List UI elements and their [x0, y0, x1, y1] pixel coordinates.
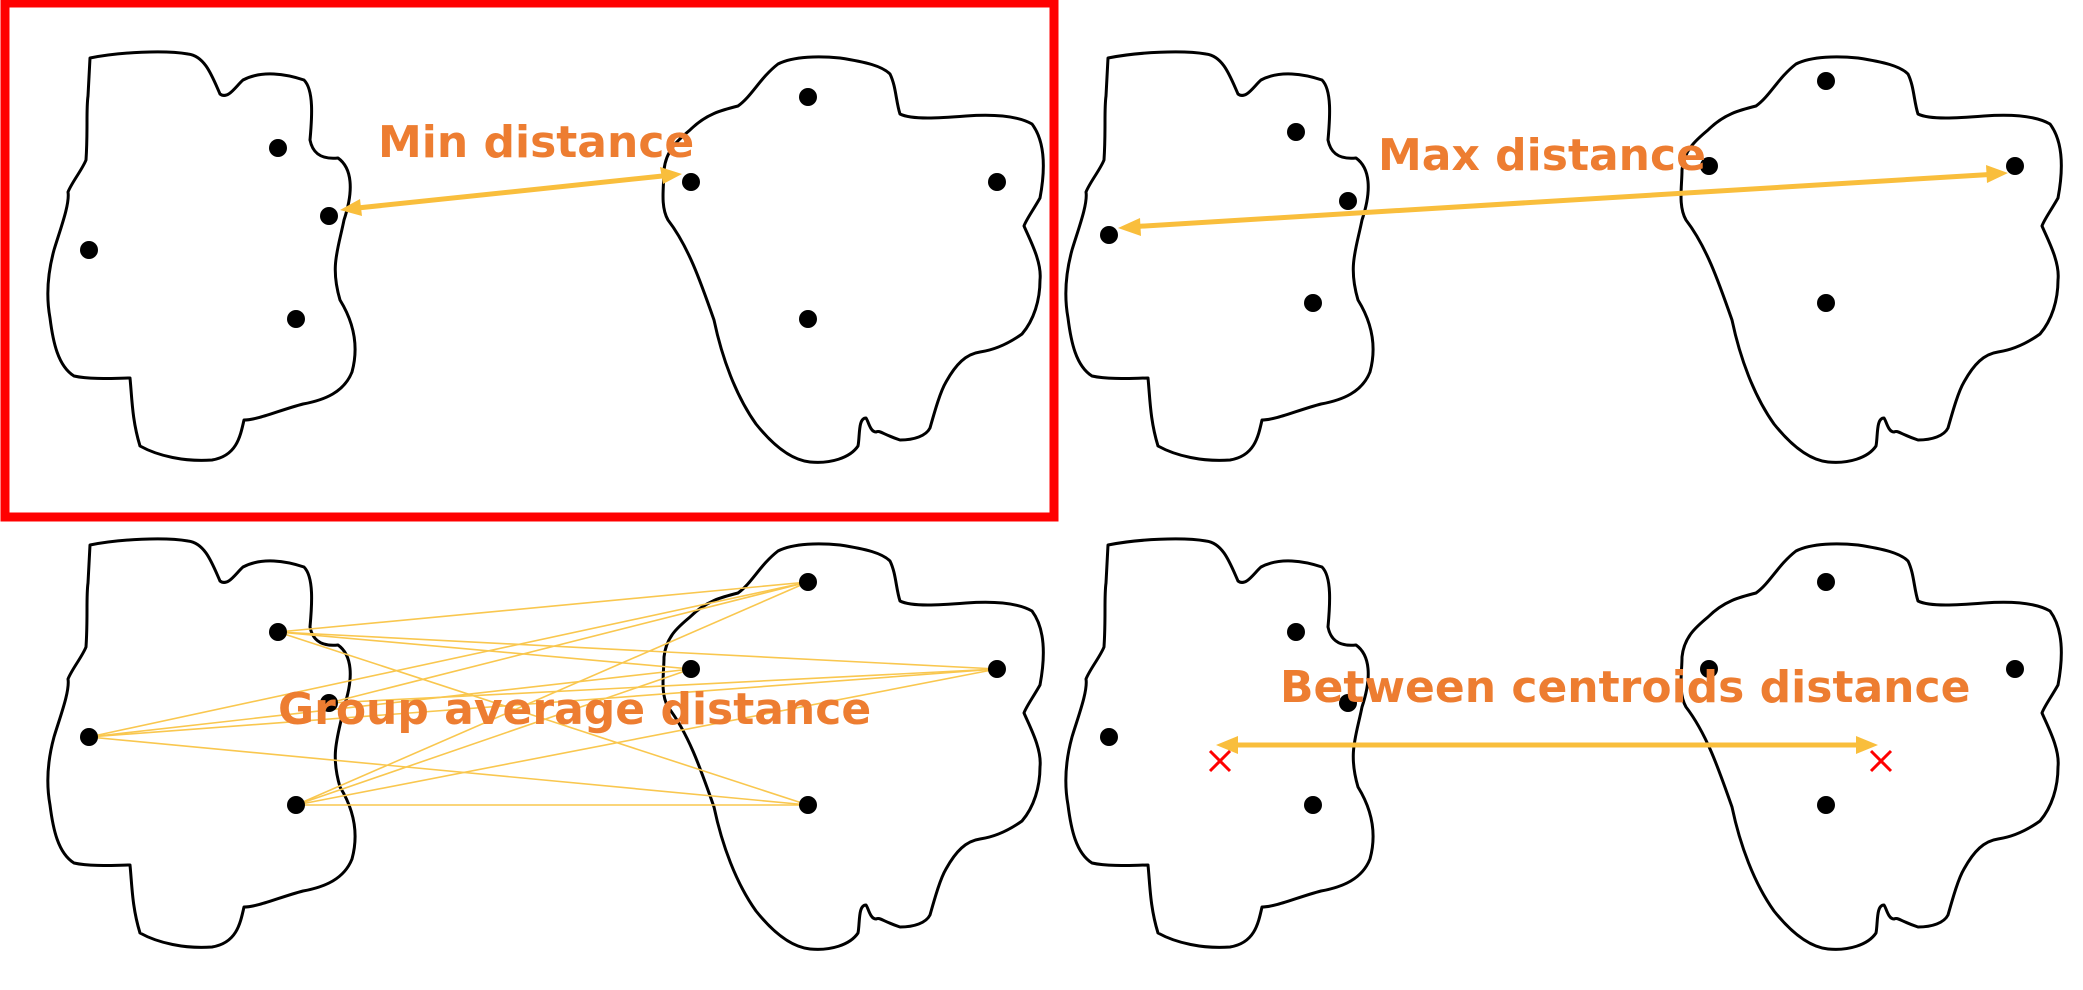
pairwise-lines: [88, 581, 998, 806]
data-point: [1304, 796, 1322, 814]
centroid-x-icon: [1869, 749, 1893, 773]
min-distance-arrow: [340, 167, 682, 216]
data-point: [1287, 623, 1305, 641]
data-point: [682, 660, 700, 678]
data-point: [1339, 192, 1357, 210]
panel-between-centroids-distance: Between centroids distance: [1064, 537, 2063, 951]
data-point: [799, 88, 817, 106]
label-between-centroids-distance: Between centroids distance: [1280, 662, 1970, 713]
data-point: [682, 173, 700, 191]
data-point: [799, 796, 817, 814]
data-point: [320, 207, 338, 225]
label-group-average-distance: Group average distance: [278, 684, 871, 735]
highlight-frame: [0, 0, 1059, 522]
data-point: [1817, 573, 1835, 591]
data-point: [1817, 796, 1835, 814]
data-point: [1700, 660, 1718, 678]
data-point: [1339, 694, 1357, 712]
cluster-right-outline: [661, 55, 1045, 464]
panel-group-average-distance: Group average distance: [46, 537, 1045, 951]
data-point: [320, 694, 338, 712]
data-point: [269, 139, 287, 157]
data-point: [1700, 157, 1718, 175]
data-point: [2006, 660, 2024, 678]
data-point: [1817, 72, 1835, 90]
data-point: [1304, 294, 1322, 312]
cluster-left-outline: [1064, 50, 1375, 462]
data-point: [269, 623, 287, 641]
data-point: [1100, 728, 1118, 746]
data-point: [287, 796, 305, 814]
data-point: [287, 310, 305, 328]
max-distance-arrow: [1118, 165, 2008, 236]
label-min-distance: Min distance: [378, 117, 694, 168]
label-max-distance: Max distance: [1378, 130, 1706, 181]
panel-max-distance: Max distance: [1064, 50, 2063, 464]
panel-min-distance: Min distance: [0, 0, 1059, 522]
data-point: [988, 173, 1006, 191]
data-point: [988, 660, 1006, 678]
cluster-right-outline: [1679, 55, 2063, 464]
data-point: [1100, 226, 1118, 244]
data-point: [2006, 157, 2024, 175]
data-point: [799, 310, 817, 328]
data-point: [80, 241, 98, 259]
data-point: [799, 573, 817, 591]
data-point: [1287, 123, 1305, 141]
data-point: [1817, 294, 1835, 312]
centroid-x-icon: [1208, 749, 1232, 773]
data-point: [80, 728, 98, 746]
centroid-distance-arrow: [1216, 736, 1878, 754]
